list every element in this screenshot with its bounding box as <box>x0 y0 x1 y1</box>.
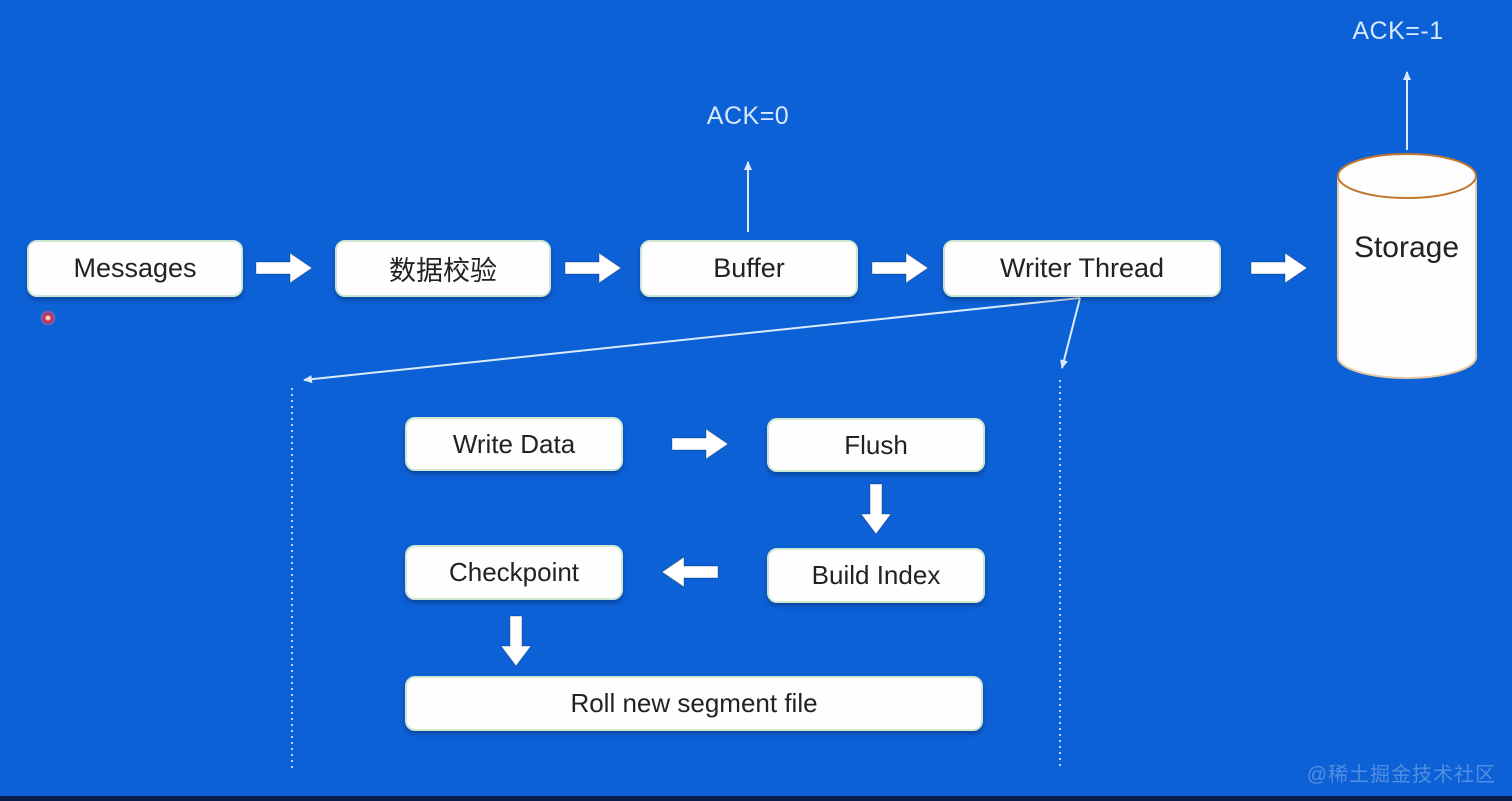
arrow-messages-to-validation-icon <box>255 252 313 284</box>
node-roll-new-segment-file: Roll new segment file <box>405 676 983 731</box>
node-writer-thread: Writer Thread <box>943 240 1221 297</box>
arrow-writedata-to-flush-icon <box>671 428 729 460</box>
node-storage-label: Storage <box>1353 231 1460 264</box>
node-data-validation: 数据校验 <box>335 240 551 297</box>
arrow-writer-to-storage-icon <box>1250 252 1308 284</box>
storage-cylinder-top <box>1337 153 1477 199</box>
ack-neg1-label: ACK=-1 <box>1352 17 1444 45</box>
node-messages: Messages <box>27 240 243 297</box>
ack0-label: ACK=0 <box>706 102 790 130</box>
arrow-buildindex-to-checkpoint-icon <box>661 556 719 588</box>
node-build-index: Build Index <box>767 548 985 603</box>
writer-expand-right-line-icon <box>1060 297 1081 369</box>
arrow-validation-to-buffer-icon <box>564 252 622 284</box>
watermark: @稀土掘金技术社区 <box>1306 764 1496 786</box>
arrow-buffer-to-writer-icon <box>871 252 929 284</box>
writer-expand-left-line-icon <box>303 297 1081 384</box>
node-write-data: Write Data <box>405 417 623 471</box>
arrow-checkpoint-to-roll-icon <box>500 615 532 667</box>
node-checkpoint: Checkpoint <box>405 545 623 600</box>
node-flush: Flush <box>767 418 985 472</box>
storage-cylinder-body <box>1337 176 1477 379</box>
arrow-flush-to-buildindex-icon <box>860 483 892 535</box>
bottom-letterbox-bar <box>0 796 1512 801</box>
pointer-dot <box>40 310 56 326</box>
node-buffer: Buffer <box>640 240 858 297</box>
